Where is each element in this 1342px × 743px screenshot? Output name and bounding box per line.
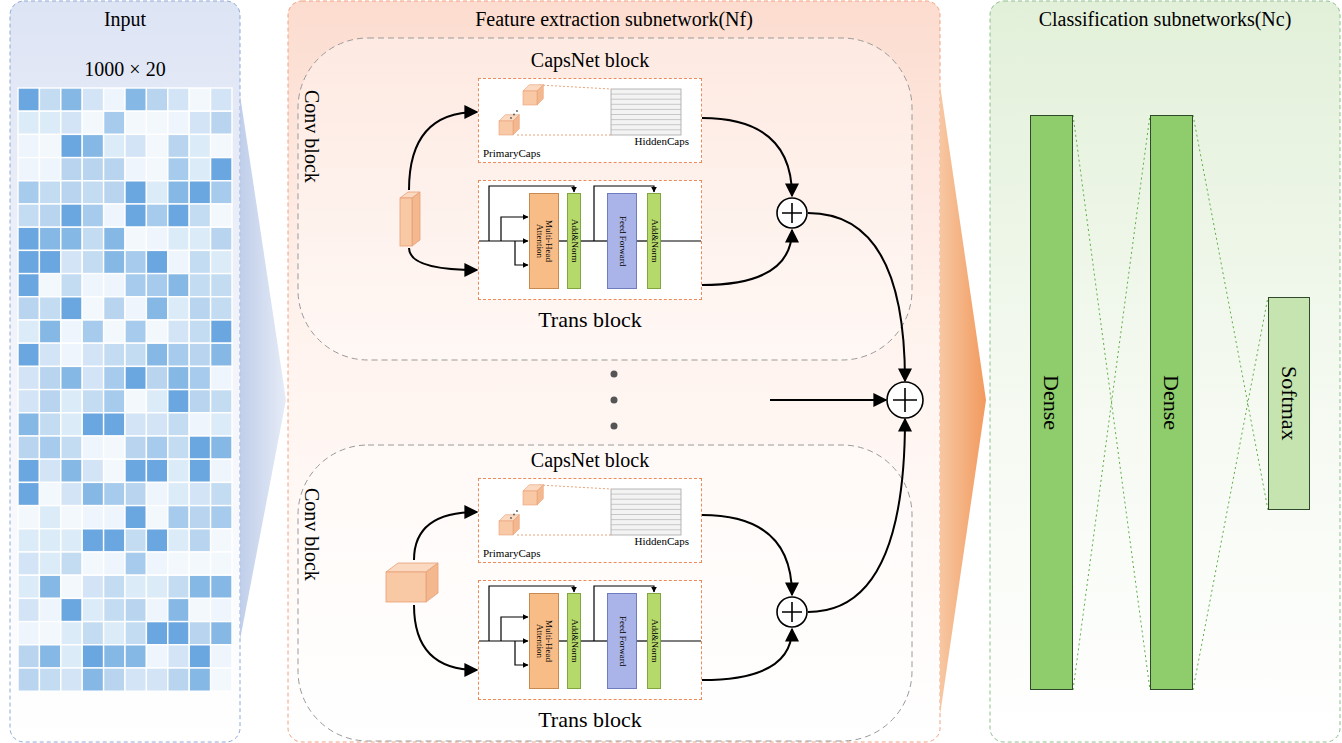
caps-label: PrimaryCaps [483, 547, 540, 560]
addnorm-box: Add&Norm [567, 193, 581, 289]
trans-box: Trans blockMulti-Head AttentionAdd&NormF… [478, 580, 702, 700]
trans-box: Trans blockMulti-Head AttentionAdd&NormF… [478, 180, 702, 300]
input-panel-bg [10, 1, 240, 742]
flow-arrow [414, 605, 477, 670]
softmax-layer: Softmax [1268, 297, 1310, 510]
block-illustration [300, 190, 425, 248]
flow-arrow [414, 512, 477, 560]
addnorm-box: Add&Norm [647, 193, 661, 289]
conv-block: Conv block [300, 560, 440, 605]
projection-wedge [240, 95, 286, 640]
input-shape: 1000 × 20 [0, 58, 300, 81]
dense-connection [1073, 115, 1150, 690]
input-heatmap [18, 88, 232, 691]
class-panel-bg [990, 1, 1340, 742]
block-illustration [479, 581, 701, 699]
layer-label: Dense [1160, 375, 1183, 430]
add-symbol [777, 198, 923, 627]
addnorm-box: Add&Norm [647, 593, 661, 689]
block-heading: CapsNet block [419, 49, 761, 72]
branch-group [298, 38, 912, 360]
dense-layer: Dense [1030, 115, 1073, 690]
caps-label: HiddenCaps [635, 535, 689, 548]
feedforward-box: Feed Forward [607, 193, 637, 289]
layer-label: Softmax [1277, 366, 1300, 441]
layer-label: Dense [1040, 375, 1063, 430]
panel-title: Classification subnetworks(Nc) [930, 8, 1342, 31]
block-label: Add&Norm [649, 619, 658, 663]
block-label: Add&Norm [569, 619, 578, 663]
caps-label: PrimaryCaps [483, 147, 540, 160]
block-label: Add&Norm [649, 219, 658, 263]
dense-connection [1193, 115, 1268, 690]
box-fill [478, 580, 702, 700]
feature-panel-bg [288, 1, 940, 742]
block-label: Feed Forward [617, 216, 626, 266]
attention-box: Multi-Head Attention [529, 193, 559, 289]
branch-group [298, 445, 912, 741]
block-link [637, 240, 647, 241]
merge-arrows [702, 118, 905, 680]
panel-title: Feature extraction subnetwork(Nf) [228, 8, 1000, 31]
classification-panel: Classification subnetworks(Nc)DenseDense… [990, 0, 1340, 742]
block-label: Add&Norm [569, 219, 578, 263]
flow-arrow [409, 112, 477, 190]
block-label: Feed Forward [617, 616, 626, 666]
conv-block: Conv block [300, 190, 425, 248]
box-fill [478, 180, 702, 300]
addnorm-box: Add&Norm [567, 593, 581, 689]
attention-box: Multi-Head Attention [529, 593, 559, 689]
ellipsis-dots [611, 371, 618, 430]
block-link [559, 240, 567, 241]
feedforward-box: Feed Forward [607, 593, 637, 689]
panel-title: Input [0, 8, 300, 31]
block-heading: CapsNet block [419, 449, 761, 472]
input-panel: Input1000 × 20 [10, 0, 240, 742]
feature-panel: Feature extraction subnetwork(Nf)Conv bl… [288, 0, 940, 742]
dense-layer: Dense [1150, 115, 1193, 690]
block-heading: Trans block [419, 307, 761, 332]
caps-label: HiddenCaps [635, 135, 689, 148]
block-label: Multi-Head Attention [535, 610, 554, 672]
flow-chevron [940, 85, 986, 715]
capsnet-box: CapsNet blockPrimaryCapsHiddenCaps [478, 78, 702, 163]
capsnet-box: CapsNet blockPrimaryCapsHiddenCaps [478, 478, 702, 563]
block-illustration [479, 181, 701, 299]
conv-label: Conv block [300, 90, 323, 183]
block-heading: Trans block [419, 707, 761, 732]
flow-arrow [409, 248, 477, 270]
block-label: Multi-Head Attention [535, 210, 554, 272]
block-link [559, 640, 567, 641]
conv-label: Conv block [300, 488, 323, 581]
block-link [637, 640, 647, 641]
